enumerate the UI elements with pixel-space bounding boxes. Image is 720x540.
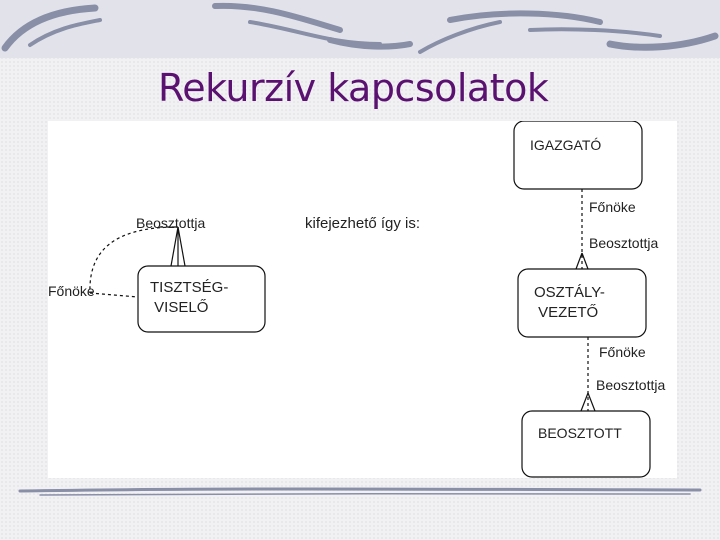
entity-box-igazgato: [513, 121, 643, 190]
crows-foot-icon: [170, 226, 179, 267]
bottom-swoosh-decoration: [18, 487, 702, 496]
diagram-panel: Beosztottja Főnöke TISZTSÉG- VISELŐ kife…: [48, 121, 677, 478]
entity-label-beosztott: BEOSZTOTT: [538, 425, 622, 441]
entity-box-tisztsegviselo: [137, 265, 266, 333]
entity-box-osztalyvezeto: [517, 268, 647, 338]
entity-label-igazgato: IGAZGATÓ: [530, 137, 602, 153]
role-label-boss-2: Főnöke: [599, 344, 646, 360]
entity-label-tisztsegviselo: TISZTSÉG- VISELŐ: [150, 279, 229, 316]
role-label-subordinate-2: Beosztottja: [596, 377, 666, 393]
entity-box-beosztott: [521, 410, 651, 478]
role-label-subordinate-1: Beosztottja: [589, 235, 659, 251]
entity-label-osztalyvezeto: OSZTÁLY- VEZETŐ: [534, 284, 605, 321]
crows-foot-icon: [575, 252, 583, 270]
er-diagram: [89, 121, 651, 478]
crows-foot-icon: [580, 392, 589, 412]
role-label-boss-1: Főnöke: [589, 199, 636, 215]
role-label-boss-left: Főnöke: [48, 283, 95, 299]
slide-title: Rekurzív kapcsolatok: [158, 66, 549, 110]
role-label-subordinate-left: Beosztottja: [136, 215, 206, 231]
recursive-relationship-line: [89, 226, 179, 294]
top-swoosh-decoration: [0, 0, 720, 58]
middle-annotation: kifejezhető így is:: [305, 215, 421, 232]
